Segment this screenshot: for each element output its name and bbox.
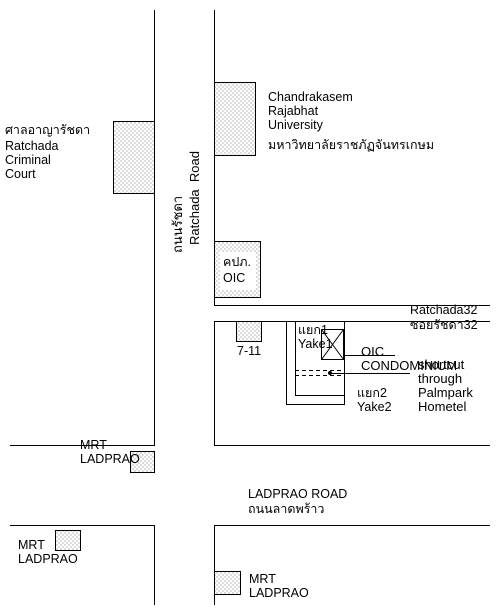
university-label-th: มหาวิทยาลัยราชภัฏจันทรเกษม [268,138,435,152]
ratchada32-label-th: ซอยรัชดา32 [410,318,478,332]
mrt-ladprao-2-label: MRT LADPRAO [18,538,78,566]
mrt-ladprao-1-building [130,451,155,473]
criminal-court-building [113,121,155,194]
mrt-ladprao-3-building [214,571,241,595]
seven-eleven-building [236,321,262,342]
ladprao-road-label-en: LADPRAO ROAD [248,487,348,501]
criminal-court-label-en: Ratchada Criminal Court [5,139,59,181]
university-building [214,82,256,156]
condominium-label: OIC CONDOMINIUM [361,344,458,373]
university-label-en: Chandrakasem Rajabhat University [268,90,353,132]
shortcut-marker-icon [328,371,332,375]
oic-label-box [219,252,256,291]
mrt-ladprao-2-building [55,530,81,551]
oic-label-en: OIC [223,271,246,285]
shortcut-label: shortcut through Palmpark Hometel [418,357,473,414]
ladprao-road-label-th: ถนนลาดพร้าว [248,502,325,516]
yake2-label: แยก2 Yake2 [357,386,392,414]
ratchada32-label-en: Ratchada32 [410,303,478,317]
oic-label-th: คปภ. [223,255,252,269]
yake1-label: แยก1 Yake1 [298,323,333,351]
condominium-icon [321,329,344,360]
ratchada-road-label-th: ถนนรัชดา [170,195,185,253]
seven-eleven-label: 7-11 [237,344,262,358]
ratchada-road-label-en: Ratchada Road [187,151,202,245]
mrt-ladprao-1-label: MRT LADPRAO [80,438,140,466]
criminal-court-label-th: ศาลอาญารัชดา [5,123,91,137]
mrt-ladprao-3-label: MRT LADPRAO [249,572,309,600]
